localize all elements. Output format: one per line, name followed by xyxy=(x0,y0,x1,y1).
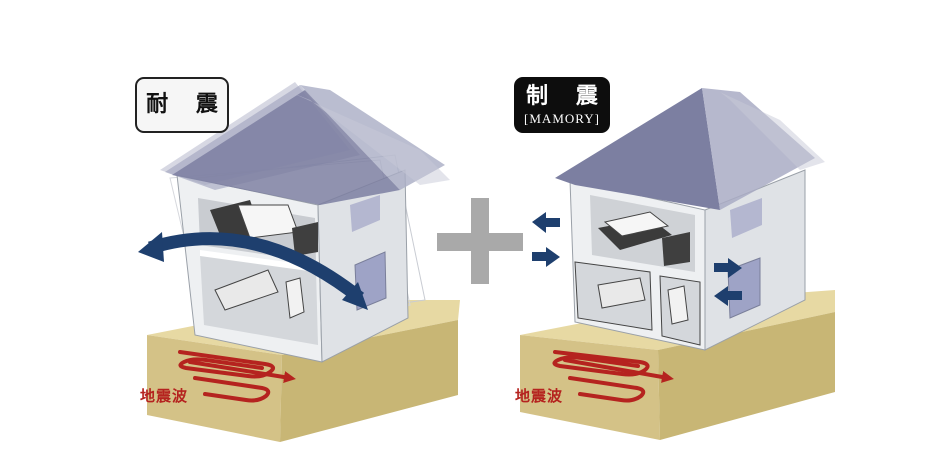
damper-arrow-3 xyxy=(714,258,742,278)
left-house xyxy=(160,82,450,363)
left-sway-arrowhead-right xyxy=(342,282,368,310)
badge-seishin-title: 制 震 xyxy=(526,83,608,109)
right-house xyxy=(555,88,825,351)
left-sway-arrowhead-left xyxy=(138,232,164,262)
left-sway-arrow xyxy=(148,232,365,304)
left-quake-label: 地震波 xyxy=(140,387,189,405)
badge-seishin: 制 震 [MAMORY] xyxy=(514,77,610,133)
badge-seishin-subtitle: [MAMORY] xyxy=(524,110,600,126)
damper-arrow-2 xyxy=(532,247,560,267)
badge-taishin: 耐 震 xyxy=(135,77,229,133)
damper-arrow-1 xyxy=(532,212,560,233)
badge-taishin-title: 耐 震 xyxy=(146,92,228,117)
right-seismic-wave-icon xyxy=(552,350,674,403)
right-quake-label: 地震波 xyxy=(515,387,564,405)
damper-arrow-4 xyxy=(714,286,742,306)
left-seismic-wave-icon xyxy=(178,350,296,403)
right-damping-arrows xyxy=(532,212,742,306)
plus-sign xyxy=(437,198,523,284)
